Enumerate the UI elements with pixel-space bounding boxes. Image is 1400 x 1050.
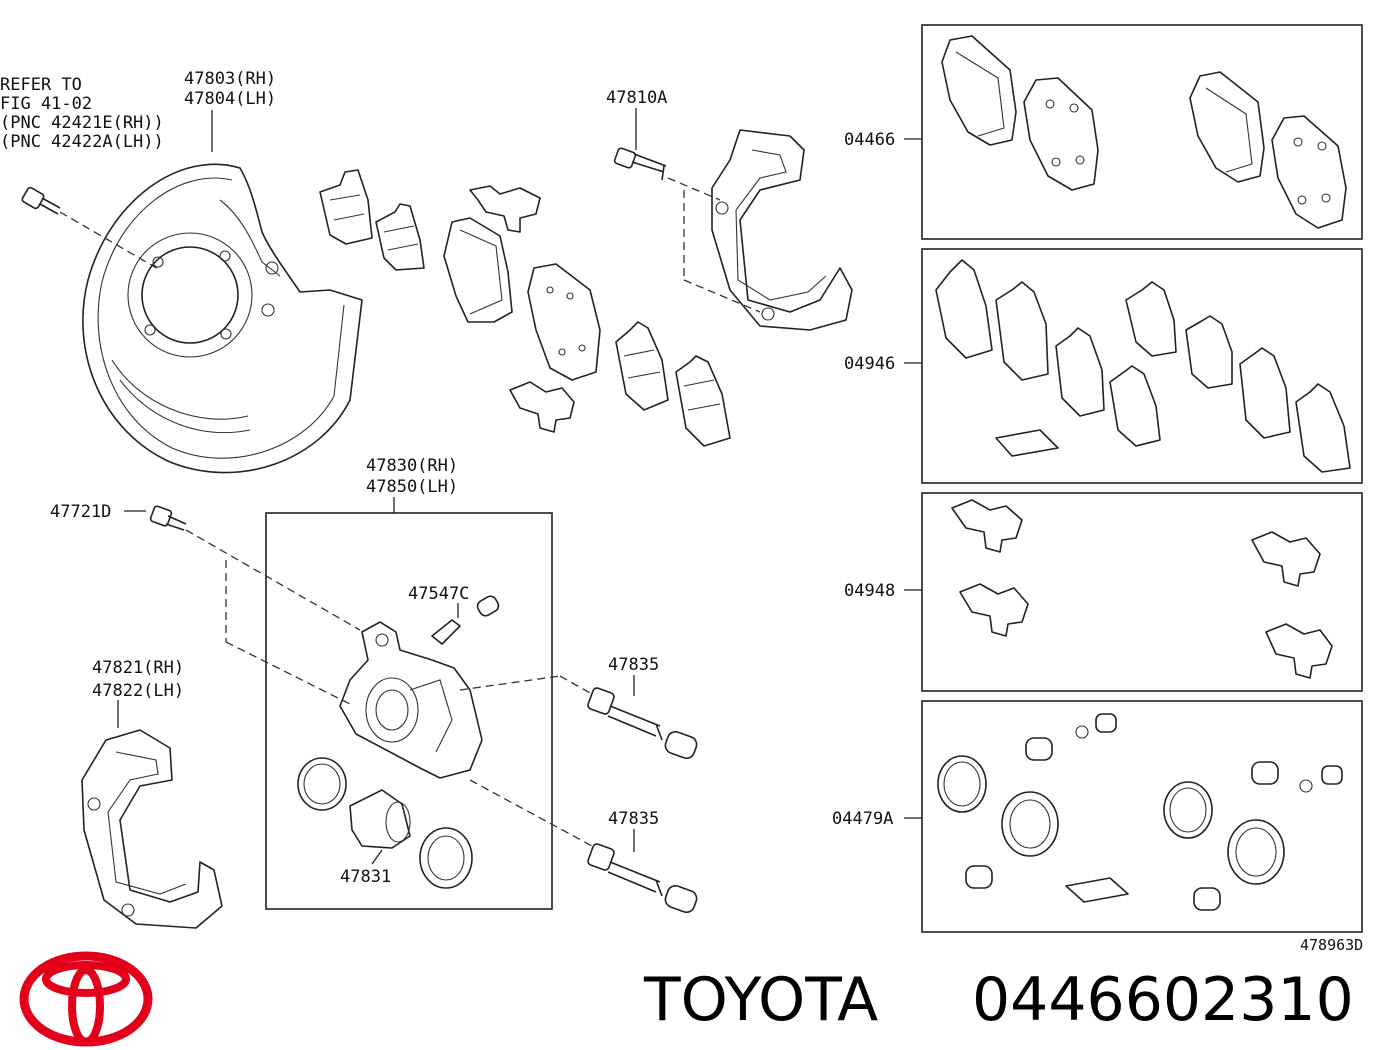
label-47821: 47821(RH) [92, 658, 184, 678]
shim-left-b [375, 203, 425, 271]
box-04466 [921, 24, 1363, 240]
label-47547c: 47547C [408, 584, 469, 604]
shim-right-a [615, 321, 669, 411]
label-refer-1: REFER TO [0, 75, 82, 95]
guide-pin-upper [587, 687, 698, 760]
boot-right [419, 827, 473, 889]
brand-name: TOYOTA [643, 965, 878, 1035]
clip-top [469, 185, 541, 233]
diagram-id: 478963D [1300, 936, 1363, 954]
label-refer-4: (PNC 42422A(LH)) [0, 132, 164, 152]
brake-pad-b [527, 263, 601, 381]
box-04479a [921, 700, 1363, 933]
guide-pin-lower [587, 843, 698, 914]
label-47822: 47822(LH) [92, 681, 184, 701]
caliper-body [339, 621, 483, 779]
piston-47831 [349, 789, 411, 849]
label-47804: 47804(LH) [184, 89, 276, 109]
label-47850: 47850(LH) [366, 477, 458, 497]
bolt-47810a [613, 147, 667, 181]
label-47835-lower: 47835 [608, 809, 659, 829]
box-47830 [265, 512, 553, 910]
kit-04479a-seals [937, 713, 1343, 911]
caliper-carrier-upper [711, 129, 853, 331]
shim-left-a [319, 169, 373, 245]
bleeder-47547c [431, 595, 500, 645]
box-04946 [921, 248, 1363, 484]
label-47835-upper: 47835 [608, 655, 659, 675]
label-47831: 47831 [340, 867, 391, 887]
dust-shield [82, 163, 363, 474]
label-04946: 04946 [844, 354, 895, 374]
kit-04466-pads [941, 35, 1347, 229]
part-number: 0446602310 [972, 965, 1354, 1035]
caliper-carrier-lower [81, 729, 223, 929]
label-04466: 04466 [844, 130, 895, 150]
label-04479a: 04479A [832, 809, 893, 829]
box-04948 [921, 492, 1363, 692]
clip-bottom [509, 381, 575, 433]
kit-04948-clips [951, 499, 1333, 679]
label-refer-2: FIG 41-02 [0, 94, 92, 114]
label-47803: 47803(RH) [184, 69, 276, 89]
label-04948: 04948 [844, 581, 895, 601]
label-47830: 47830(RH) [366, 456, 458, 476]
label-refer-3: (PNC 42421E(RH)) [0, 113, 164, 133]
label-47721d: 47721D [50, 502, 111, 522]
brake-pad-a [443, 217, 513, 323]
kit-04946-shims [935, 259, 1351, 473]
bolt-47721d [149, 505, 187, 531]
toyota-logo [19, 951, 153, 1047]
shield-bolt [21, 186, 61, 215]
seal-ring-left [297, 757, 347, 811]
shim-right-b [675, 355, 731, 447]
label-47810a: 47810A [606, 88, 667, 108]
